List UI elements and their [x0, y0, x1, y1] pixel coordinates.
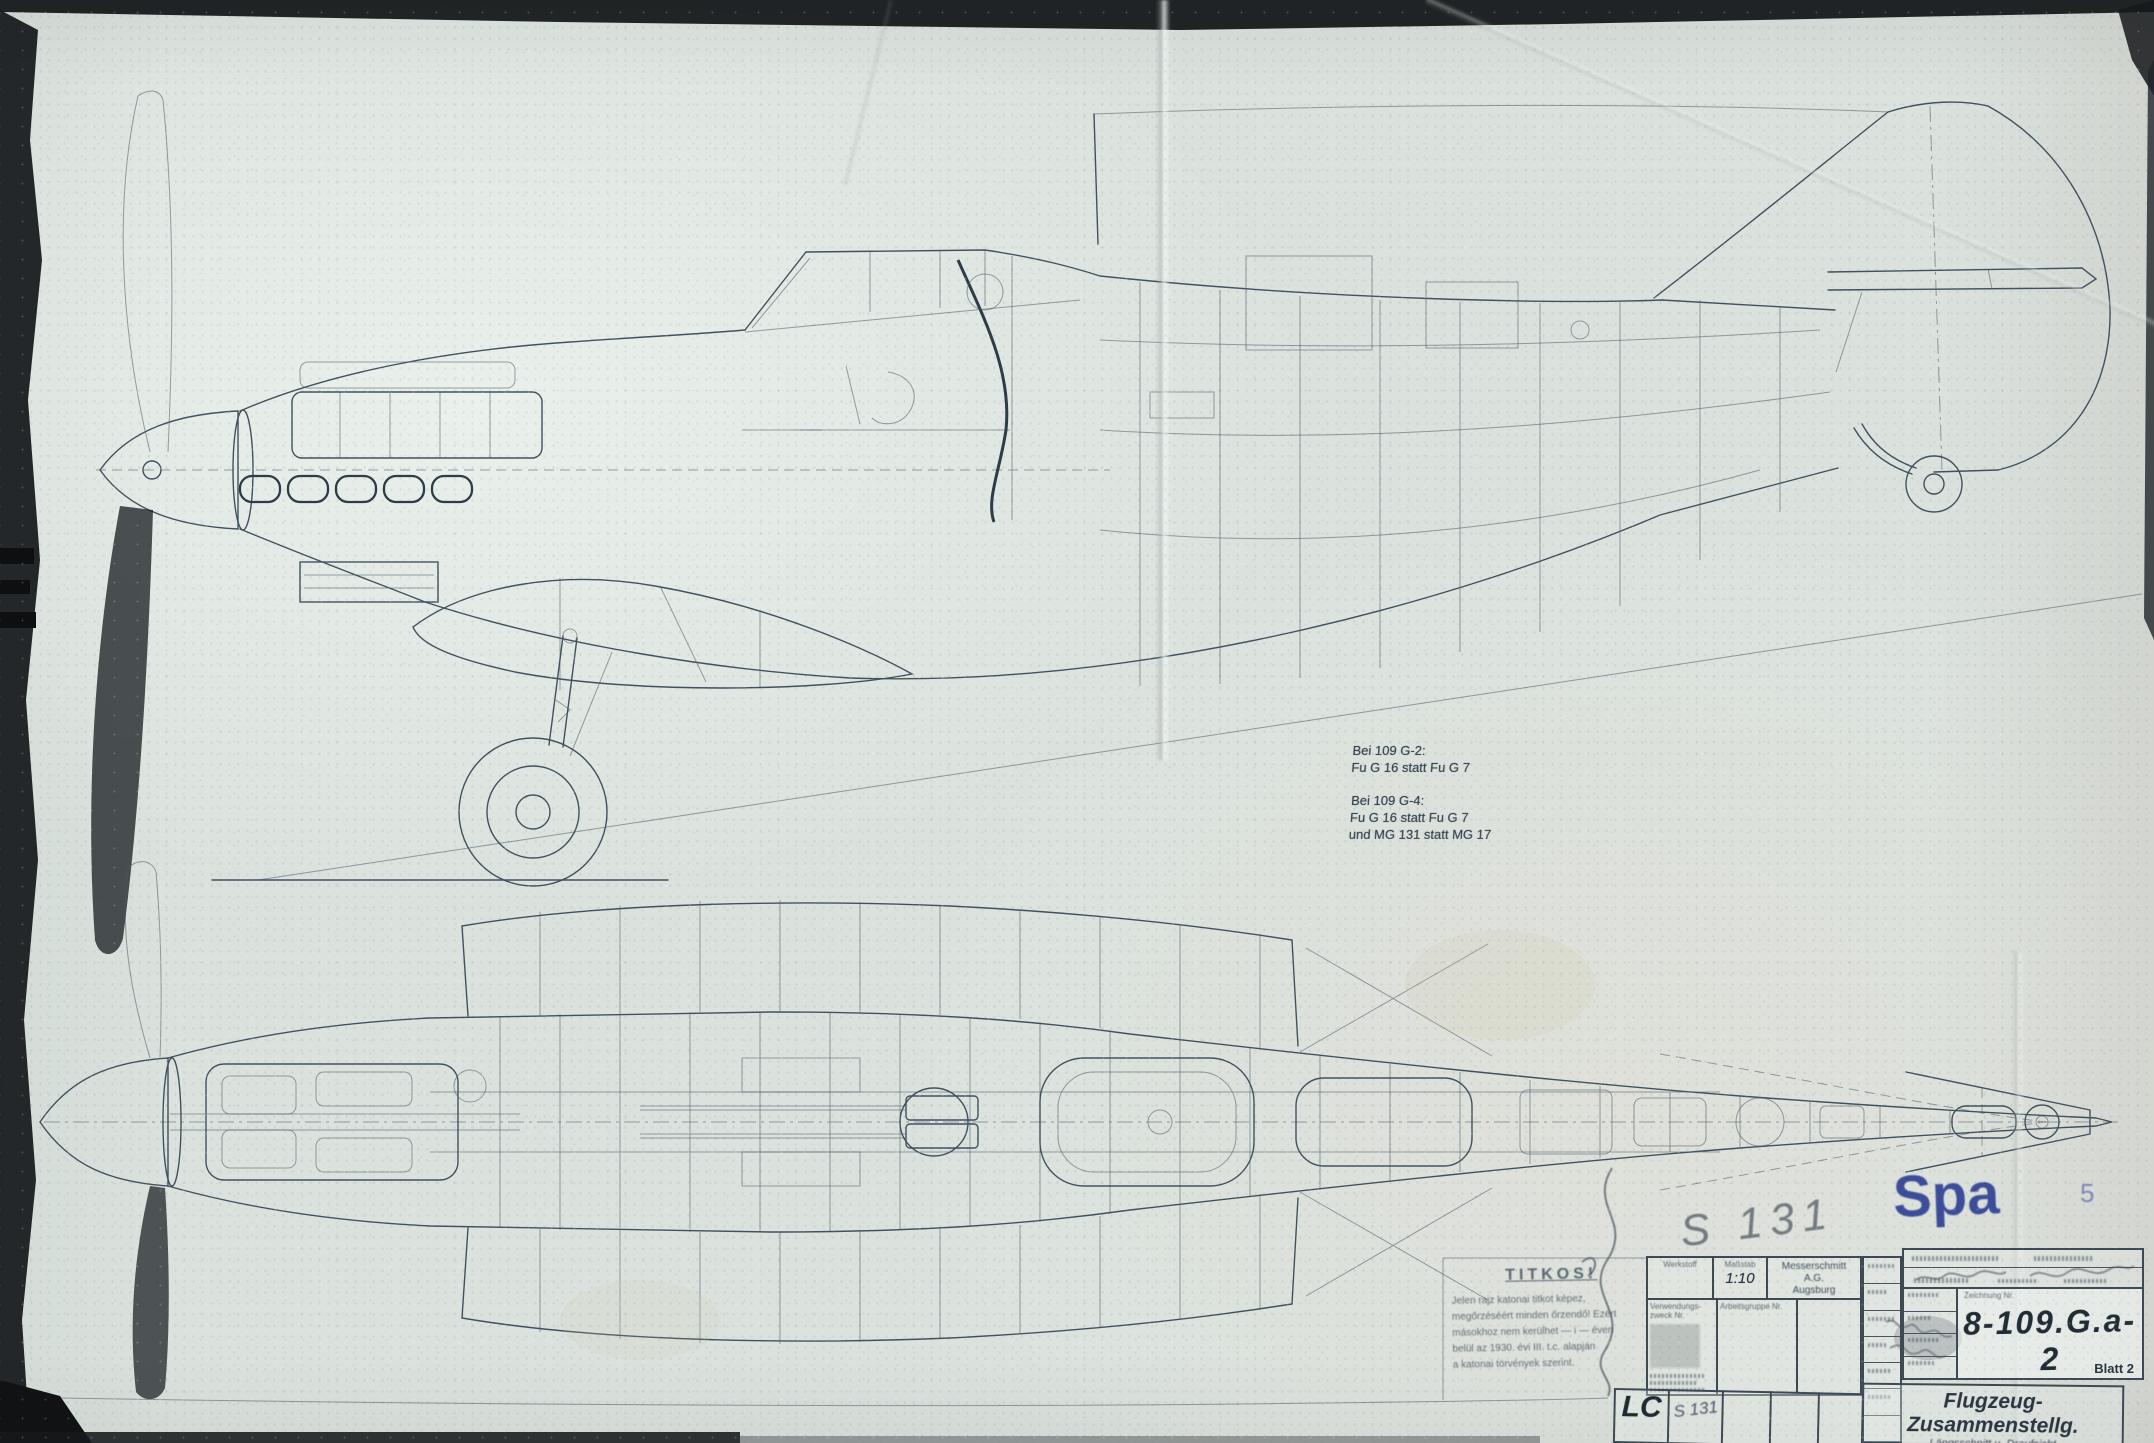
main-landing-gear	[458, 628, 613, 887]
arbeitsgruppe-cell: Arbeitsgruppe Nr.	[1718, 1300, 1798, 1394]
engine-block	[291, 361, 543, 459]
drawing-number-cell: Zeichnung Nr. 8-109.G.a-2 Blatt 2	[1958, 1289, 2142, 1378]
chin-radiator	[299, 561, 439, 603]
cockpit-interior	[800, 259, 1009, 523]
main-title-block: Zeichnung Nr. 8-109.G.a-2 Blatt 2	[1902, 1248, 2144, 1380]
antenna-wire	[1093, 104, 1891, 245]
massstab-label: Maßstab	[1724, 1260, 1756, 1269]
company-cell: Messerschmitt A.G. Augsburg	[1768, 1258, 1860, 1298]
zeichnung-label: Zeichnung Nr.	[1964, 1291, 2014, 1300]
verwendung-label: zweck Nr.	[1650, 1311, 1685, 1320]
annotation-line: und MG 131 statt MG 17	[1348, 827, 1492, 843]
canopy	[751, 250, 986, 329]
lc-code: LC	[1621, 1390, 1662, 1424]
code-strip: LC S 131	[1612, 1388, 1864, 1443]
fold-crease-vertical	[1156, 0, 1170, 760]
verwendung-cell: Verwendungs- zweck Nr.	[1648, 1300, 1718, 1394]
secrecy-stamp-heading: TITKOS!	[1505, 1265, 1598, 1284]
company-name: Augsburg	[1792, 1285, 1836, 1296]
empty-code-cell	[1722, 1390, 1772, 1443]
plan-fuselage	[167, 1011, 2113, 1233]
lc-number: S 131	[1672, 1397, 1719, 1422]
exhaust-stubs	[238, 474, 474, 504]
fuselage-side	[239, 249, 1839, 680]
plan-engine	[170, 1063, 520, 1181]
arbeitsgruppe-label: Arbeitsgruppe Nr.	[1720, 1302, 1783, 1311]
tag-name-columns	[1904, 1289, 1958, 1378]
verwendung-label: Verwendungs-	[1650, 1302, 1702, 1311]
werkstoff-cell: Werkstoff	[1648, 1258, 1714, 1298]
main-wheel	[458, 737, 608, 887]
drawing-title-main: Flugzeug-Zusammenstellg.	[1906, 1389, 2079, 1438]
plan-tail	[1659, 1053, 2091, 1191]
rudder	[1933, 105, 2111, 473]
fuselage-frames	[1099, 255, 1831, 686]
plan-cockpit	[1039, 1057, 1255, 1187]
ink-mark: 5	[2080, 1178, 2095, 1208]
drawing-title-box: Flugzeug-Zusammenstellg. Längsschnitt u.…	[1861, 1382, 2125, 1443]
wing-stub-top	[461, 900, 1493, 1057]
plan-propeller-blade	[124, 861, 169, 1400]
side-view	[91, 90, 2143, 955]
faded-stamp-area	[1650, 1324, 1700, 1368]
plan-aft-equipment	[1295, 1077, 1865, 1167]
wing-root-section	[412, 578, 915, 690]
lc-number-cell: S 131	[1668, 1389, 1724, 1443]
wing-stub-bottom	[461, 1187, 1493, 1344]
stamp-table: Werkstoff Maßstab 1:10 Messerschmitt A.G…	[1646, 1256, 1862, 1396]
ink-stamp-spa: Spa	[1891, 1161, 2001, 1230]
annotation-line: Fu G 16 statt Fu G 7	[1349, 810, 1470, 826]
company-name: Messerschmitt	[1781, 1261, 1847, 1272]
plan-spinner	[39, 1057, 182, 1187]
handwritten-scribble	[1581, 1167, 1617, 1397]
machine-guns	[640, 1057, 979, 1187]
empty-code-cell	[1770, 1391, 1820, 1443]
propeller-blade	[91, 90, 173, 955]
werkstoff-label: Werkstoff	[1663, 1260, 1697, 1269]
plan-view	[39, 861, 2118, 1407]
variant-annotation-g2: Bei 109 G-2: Fu G 16 statt Fu G 7	[1351, 742, 1472, 776]
annotation-line: Bei 109 G-2:	[1352, 743, 1427, 758]
secrecy-stamp: TITKOS! Jelen rajz katonai titkot képez,…	[1451, 1264, 1653, 1373]
revision-strip	[1862, 1256, 1902, 1443]
empty-code-cell	[1818, 1392, 1864, 1443]
tailplane	[1827, 267, 2098, 373]
massstab-value: 1:10	[1725, 1270, 1755, 1287]
annotation-line: Fu G 16 statt Fu G 7	[1350, 760, 1471, 776]
massstab-cell: Maßstab 1:10	[1714, 1258, 1768, 1298]
company-name: A.G.	[1803, 1273, 1824, 1284]
tail-fin	[1653, 101, 2111, 473]
empty-cell	[1798, 1300, 1860, 1394]
tail-wheel	[1853, 423, 1963, 513]
variant-annotation-g4: Bei 109 G-4: Fu G 16 statt Fu G 7 und MG…	[1348, 792, 1494, 843]
lc-cell: LC	[1612, 1388, 1670, 1443]
annotation-line: Bei 109 G-4:	[1350, 793, 1425, 808]
blatt-label: Blatt 2	[2094, 1361, 2134, 1376]
